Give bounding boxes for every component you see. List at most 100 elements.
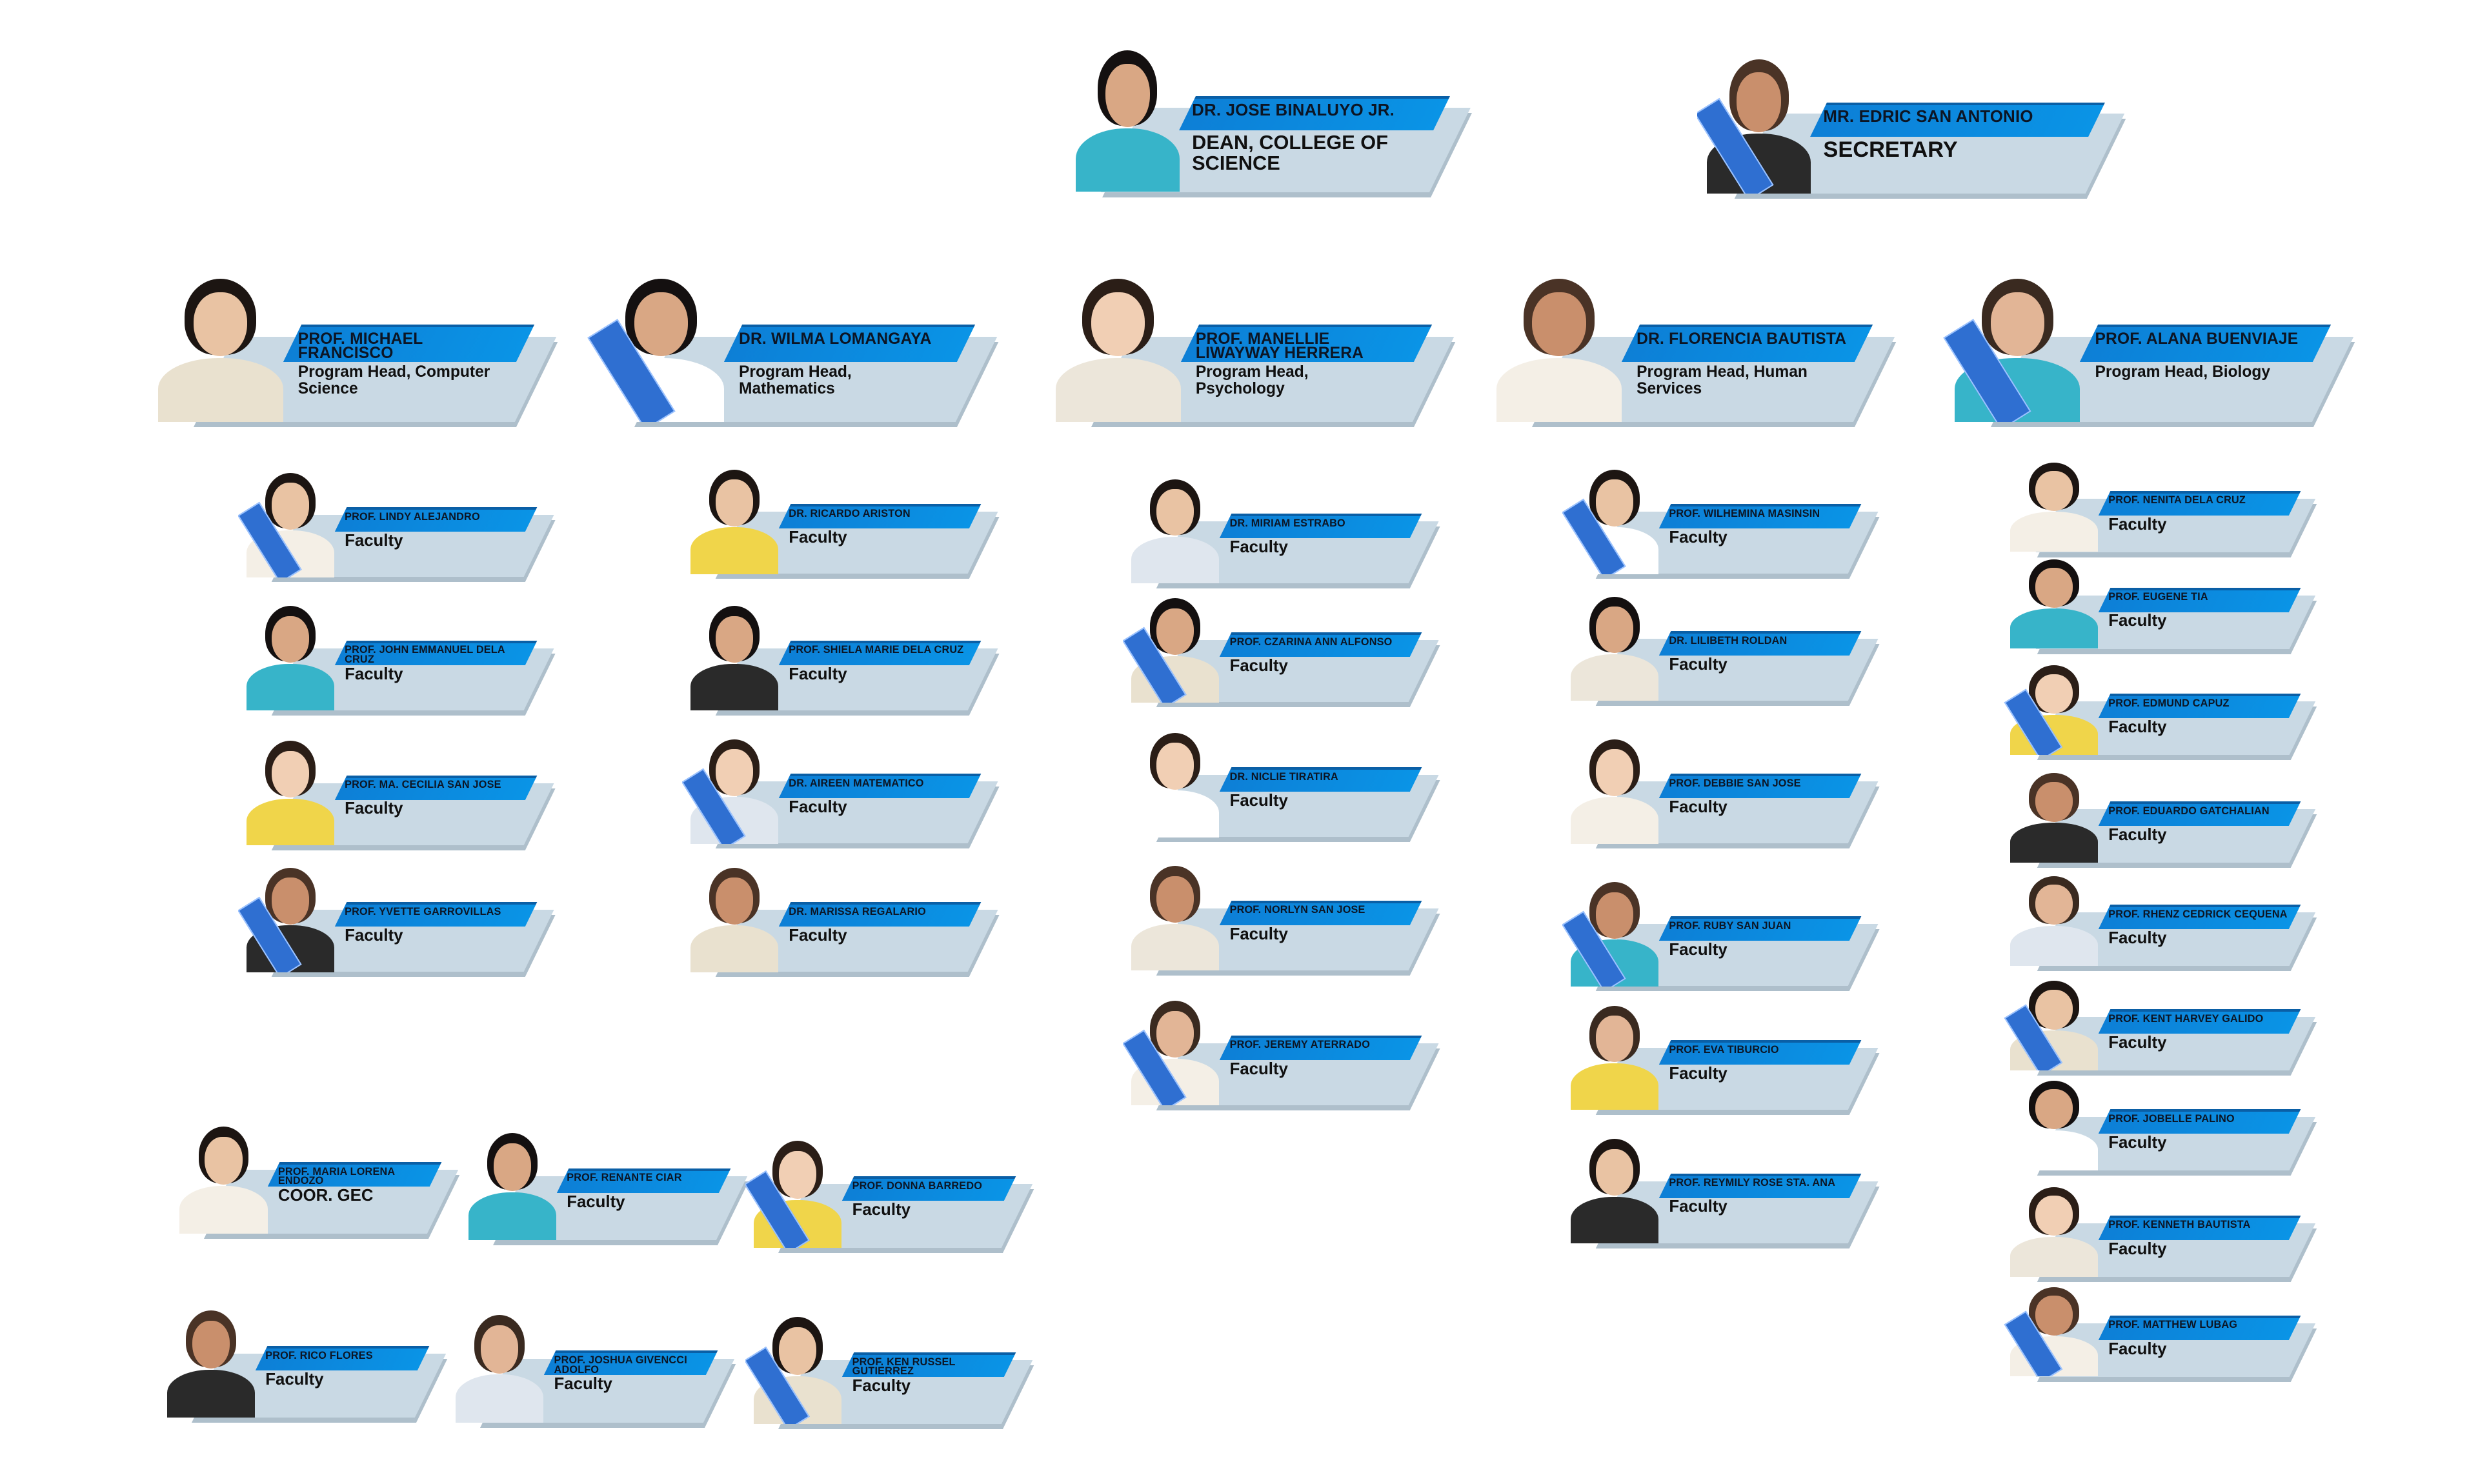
person-name: DR. FLORENCIA BAUTISTA: [1637, 330, 1847, 348]
portrait-face: [2035, 470, 2073, 511]
portrait-photo: [2002, 457, 2106, 552]
portrait-face: [271, 483, 309, 530]
person-role: Program Head, Mathematics: [739, 363, 852, 397]
portrait-body: [2010, 823, 2098, 863]
person-name: DR. LILIBETH ROLDAN: [1669, 634, 1788, 647]
person-name: PROF. MARIA LORENA ENDOZO: [277, 1165, 395, 1187]
person-name: PROF. RHENZ CEDRICK CEQUENA: [2108, 908, 2288, 920]
portrait-face: [2035, 1089, 2073, 1130]
portrait-face: [1737, 72, 1782, 132]
person-name: PROF. KENNETH BAUTISTA: [2108, 1219, 2251, 1231]
person-role: Faculty: [1669, 1064, 1728, 1083]
portrait-photo: [237, 861, 343, 972]
person-name: PROF. CZARINA ANN ALFONSO: [1229, 636, 1393, 648]
portrait-body: [179, 1185, 268, 1234]
portrait-face: [194, 292, 248, 357]
portrait-face: [2035, 1196, 2073, 1236]
portrait-photo: [238, 599, 343, 711]
portrait-body: [2010, 925, 2098, 966]
person-role: Program Head, Biology: [2095, 363, 2271, 381]
portrait-photo: [1562, 463, 1667, 574]
portrait-face: [2035, 989, 2073, 1030]
person-role: Faculty: [567, 1192, 625, 1211]
person-name: PROF. EDUARDO GATCHALIAN: [2108, 805, 2270, 817]
portrait-face: [1595, 749, 1634, 796]
portrait-photo: [682, 599, 787, 711]
person-name: DR. NICLIE TIRATIRA: [1229, 770, 1338, 783]
portrait-face: [1595, 607, 1634, 654]
portrait-face: [1091, 292, 1145, 357]
portrait-face: [634, 292, 689, 357]
person-name: PROF. MA. CECILIA SAN JOSE: [345, 779, 501, 791]
portrait-photo: [1485, 270, 1634, 422]
portrait-body: [690, 925, 779, 972]
portrait-face: [1595, 479, 1634, 526]
portrait-face: [192, 1320, 230, 1369]
portrait-photo: [2002, 870, 2106, 966]
person-role: Program Head, Computer Science: [297, 363, 490, 397]
portrait-photo: [1562, 1132, 1667, 1243]
portrait-photo: [1043, 270, 1193, 422]
person-role: Faculty: [2108, 826, 2167, 845]
person-name: PROF. ALANA BUENVIAJE: [2095, 330, 2299, 348]
leader-card: PROF. ALANA BUENVIAJE Program Head, Biolo…: [1943, 270, 2353, 422]
person-name: PROF. NENITA DELA CRUZ: [2108, 494, 2246, 506]
portrait-photo: [1562, 999, 1667, 1110]
person-name: PROF. KEN RUSSEL GUTIERREZ: [852, 1356, 956, 1378]
person-name: PROF. JOHN EMMANUEL DELA CRUZ: [345, 644, 505, 665]
portrait-photo: [587, 270, 736, 422]
person-name: PROF. LINDY ALEJANDRO: [345, 510, 480, 523]
portrait-face: [715, 877, 754, 925]
person-role: Faculty: [2108, 718, 2167, 737]
portrait-photo: [1123, 859, 1227, 971]
person-role: Faculty: [1229, 657, 1288, 676]
person-name: PROF. MATTHEW LUBAG: [2108, 1319, 2238, 1331]
portrait-photo: [682, 463, 787, 574]
portrait-photo: [2002, 1181, 2106, 1277]
portrait-photo: [159, 1303, 263, 1418]
portrait-photo: [1123, 994, 1227, 1106]
portrait-body: [1570, 1063, 1659, 1110]
person-name: PROF. SHIELA MARIE DELA CRUZ: [789, 644, 964, 656]
person-card: DR. NICLIE TIRATIRA Faculty: [1123, 727, 1439, 837]
person-name: PROF. EVA TIBURCIO: [1669, 1043, 1779, 1056]
portrait-body: [246, 663, 334, 711]
portrait-face: [1156, 489, 1194, 536]
person-name: PROF. KENT HARVEY GALIDO: [2108, 1012, 2264, 1025]
person-name: PROF. JOBELLE PALINO: [2108, 1112, 2235, 1125]
portrait-face: [1990, 292, 2044, 357]
person-role: Faculty: [1669, 1198, 1728, 1216]
person-role: Faculty: [1229, 792, 1288, 810]
person-role: Faculty: [2108, 1239, 2167, 1258]
portrait-body: [1131, 923, 1220, 971]
person-role: Faculty: [554, 1375, 612, 1394]
portrait-body: [1570, 797, 1659, 844]
portrait-face: [1156, 1010, 1194, 1058]
portrait-face: [1156, 743, 1194, 790]
person-name: PROF. WILHEMINA MASINSIN: [1669, 507, 1820, 519]
portrait-body: [157, 357, 283, 422]
person-card: PROF. EDUARDO GATCHALIAN Faculty: [2002, 768, 2315, 863]
portrait-photo: [1066, 41, 1190, 192]
person-role: Faculty: [265, 1370, 324, 1389]
